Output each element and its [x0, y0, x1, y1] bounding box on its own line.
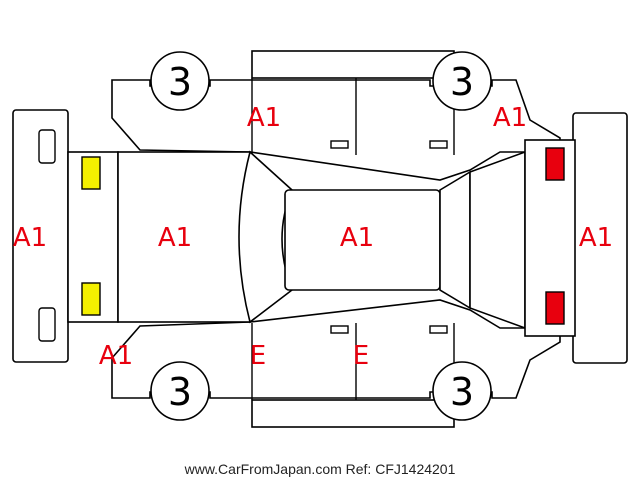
- lower-door-handle-rear: [429, 325, 448, 334]
- tire-rear-left-grade: 3: [450, 370, 474, 414]
- hood: [117, 151, 251, 323]
- upper-door-handle-rear: [429, 140, 448, 149]
- code-left-rear-door: E: [353, 341, 369, 371]
- tire-front-left-grade: 3: [168, 370, 192, 414]
- code-right-rear-quarter: A1: [493, 103, 527, 133]
- taillight-top: [545, 147, 565, 181]
- windshield: [238, 150, 293, 324]
- code-hood: A1: [158, 223, 192, 253]
- tire-rear-right-circle: [432, 51, 492, 111]
- tire-rear-right-grade: 3: [450, 60, 474, 104]
- code-rear-bumper: A1: [579, 223, 613, 253]
- front-bumper-detail-top: [38, 129, 56, 164]
- rear-window: [439, 170, 471, 310]
- tire-front-right-grade: 3: [168, 60, 192, 104]
- top-roof-rail: [251, 50, 455, 79]
- trunk: [469, 150, 526, 330]
- headlight-bottom: [81, 282, 101, 316]
- lower-door-handle-front: [330, 325, 349, 334]
- front-bumper-detail-bottom: [38, 307, 56, 342]
- footer-ref: www.CarFromJapan.com Ref: CFJ1424201: [184, 461, 456, 477]
- code-front-right-fender: A1: [247, 103, 281, 133]
- taillight-bottom: [545, 291, 565, 325]
- tire-front-right-circle: [150, 51, 210, 111]
- headlight-top: [81, 156, 101, 190]
- code-left-front-door: E: [250, 341, 266, 371]
- tire-rear-left-circle: [432, 361, 492, 421]
- upper-door-handle-front: [330, 140, 349, 149]
- code-front-bumper: A1: [13, 223, 47, 253]
- tire-front-left-circle: [150, 361, 210, 421]
- bottom-roof-rail: [251, 399, 455, 428]
- code-roof: A1: [340, 223, 374, 253]
- code-front-left-fender: A1: [99, 341, 133, 371]
